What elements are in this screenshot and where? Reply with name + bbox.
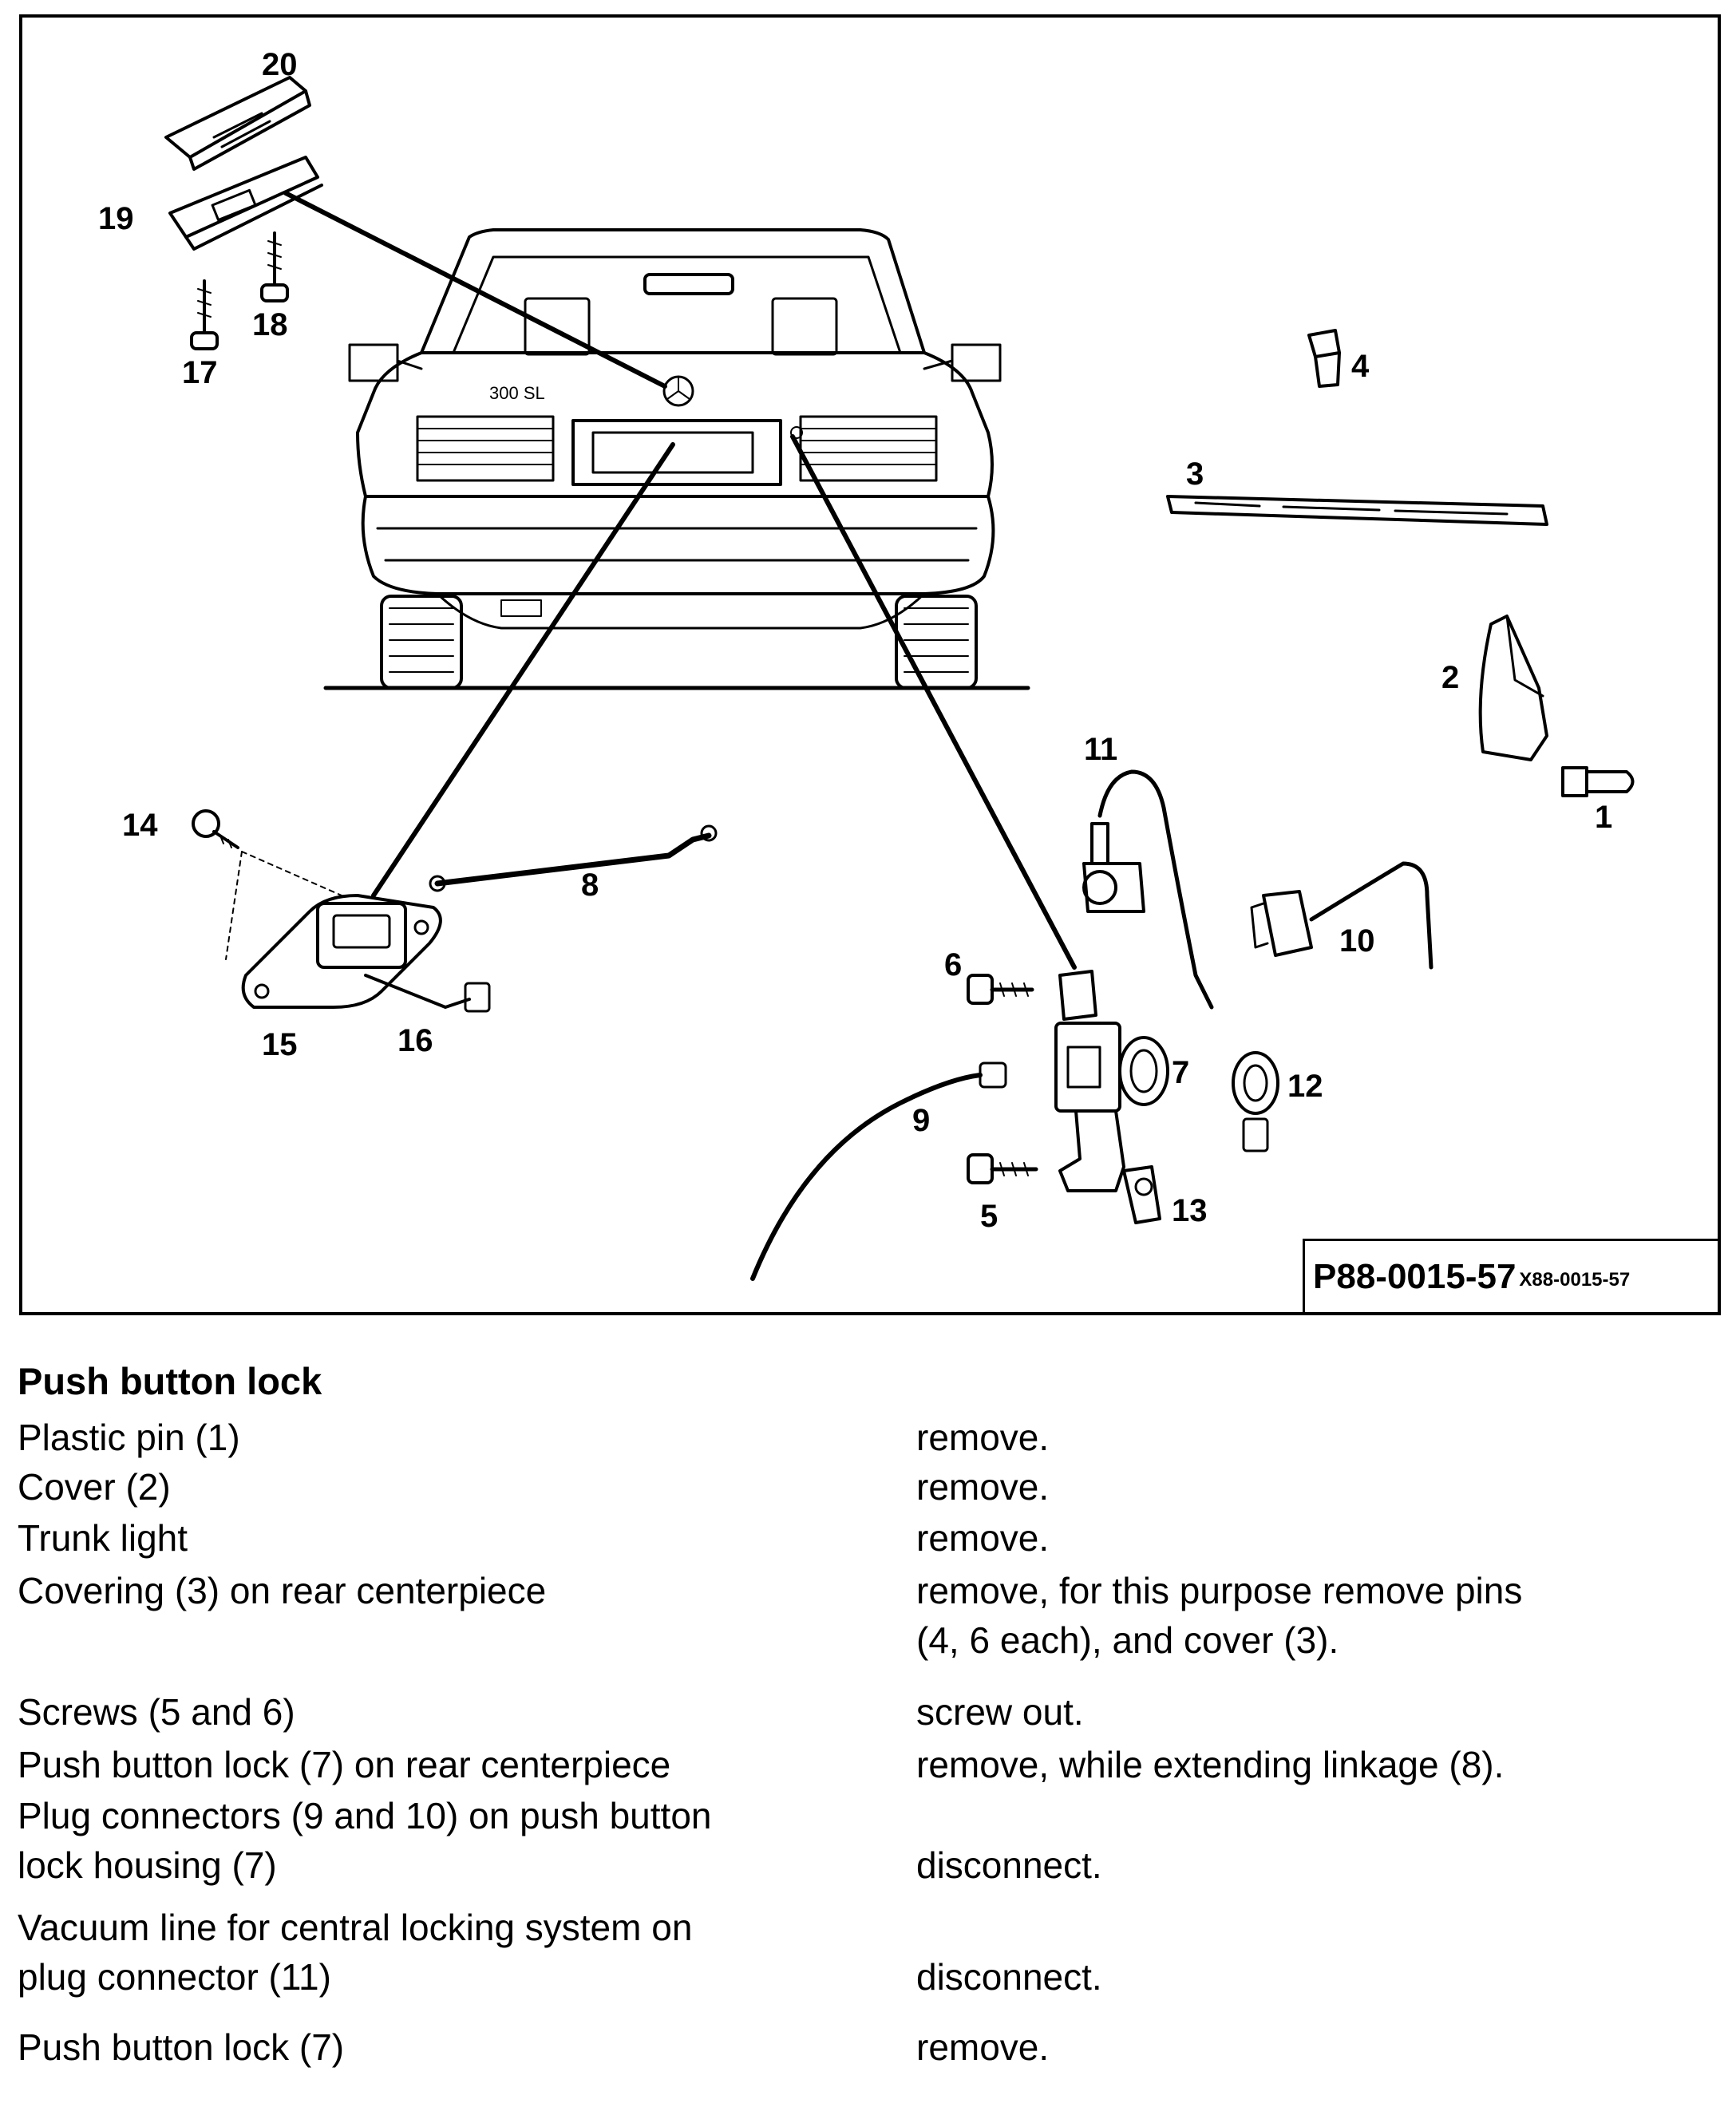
step-action: remove. — [916, 1517, 1050, 1559]
step-part: Plastic pin (1) — [18, 1417, 240, 1458]
figure-code-box: P88-0015-57 X88-0015-57 — [1303, 1239, 1718, 1312]
step-action-line: (4, 6 each), and cover (3). — [916, 1619, 1339, 1661]
step-row: Vacuum line for central locking system o… — [18, 1903, 1718, 2022]
part-11-vacuum-line — [1082, 769, 1214, 1010]
callout-18: 18 — [252, 307, 288, 342]
part-6-screw — [967, 974, 1034, 1005]
step-row: Trunk light remove. — [18, 1513, 1718, 1566]
callout-14: 14 — [122, 808, 158, 843]
step-part-line: lock housing (7) — [18, 1844, 277, 1886]
svg-text:300 SL: 300 SL — [489, 383, 545, 403]
step-row: Push button lock (7) on rear centerpiece… — [18, 1740, 1718, 1791]
callout-2: 2 — [1441, 660, 1459, 695]
step-action: remove, for this purpose remove pins (4,… — [916, 1566, 1706, 1665]
parts-illustration: 300 SL — [98, 47, 1635, 1281]
part-5-screw — [967, 1153, 1038, 1184]
step-part: Trunk light — [18, 1517, 188, 1559]
callout-19: 19 — [98, 201, 134, 236]
part-7-push-button-lock — [1054, 970, 1169, 1192]
step-row: Plastic pin (1) remove. — [18, 1413, 1718, 1462]
callout-4: 4 — [1351, 349, 1370, 384]
procedure-section: Push button lock Plastic pin (1) remove.… — [18, 1357, 1718, 2072]
step-action: disconnect. — [916, 1844, 1102, 1886]
step-part: Push button lock (7) — [18, 2026, 345, 2068]
step-part: Vacuum line for central locking system o… — [18, 1903, 896, 2002]
callout-11: 11 — [1084, 732, 1117, 767]
part-3-covering — [1166, 495, 1548, 526]
car-rear-view-illustration: 300 SL — [348, 228, 1002, 690]
part-20-trunk-light-lens — [164, 76, 311, 171]
callout-16: 16 — [397, 1023, 433, 1058]
step-row: Plug connectors (9 and 10) on push butto… — [18, 1791, 1718, 1903]
part-19-trunk-light-housing — [168, 156, 323, 251]
figure-code-secondary: X88-0015-57 — [1519, 1268, 1631, 1291]
part-17-screw — [190, 279, 219, 350]
callout-17: 17 — [182, 355, 218, 390]
part-10-plug-connector — [1250, 861, 1433, 970]
part-18-screw — [260, 231, 289, 302]
callout-1: 1 — [1595, 800, 1612, 835]
step-part-line: Vacuum line for central locking system o… — [18, 1907, 693, 1948]
step-action: remove. — [916, 2026, 1050, 2068]
step-row: Screws (5 and 6) screw out. — [18, 1687, 1718, 1740]
step-row: Covering (3) on rear centerpiece remove,… — [18, 1566, 1718, 1687]
step-part: Covering (3) on rear centerpiece — [18, 1570, 547, 1611]
callout-6: 6 — [944, 947, 962, 982]
callout-3: 3 — [1186, 457, 1204, 492]
part-16-connector — [364, 974, 491, 1013]
part-1-plastic-pin — [1561, 766, 1635, 797]
step-part-line: plug connector (11) — [18, 1956, 331, 1998]
step-action: remove. — [916, 1417, 1050, 1458]
step-row: Cover (2) remove. — [18, 1462, 1718, 1513]
part-4-pin — [1307, 329, 1341, 388]
part-9-cable-plug-connector — [750, 1061, 1007, 1281]
step-action: disconnect. — [916, 1956, 1102, 1998]
callout-10: 10 — [1339, 923, 1375, 959]
step-action: remove, while extending linkage (8). — [916, 1744, 1505, 1785]
step-part: Cover (2) — [18, 1466, 171, 1508]
callout-9: 9 — [912, 1103, 930, 1138]
step-action: remove. — [916, 1466, 1050, 1508]
section-title: Push button lock — [18, 1360, 322, 1402]
callout-20: 20 — [262, 47, 298, 82]
callout-13: 13 — [1172, 1193, 1208, 1228]
exploded-parts-figure: 300 SL — [19, 14, 1721, 1315]
part-13-clip — [1122, 1165, 1161, 1224]
step-part: Plug connectors (9 and 10) on push butto… — [18, 1791, 896, 1890]
part-8-linkage — [429, 824, 718, 892]
step-action: screw out. — [916, 1691, 1084, 1733]
part-12-lock-cylinder-ring — [1232, 1051, 1279, 1152]
part-15-bracket — [241, 894, 442, 1009]
part-2-cover — [1478, 615, 1548, 761]
step-action-line: remove, for this purpose remove pins — [916, 1570, 1523, 1611]
figure-code: P88-0015-57 — [1313, 1256, 1517, 1296]
step-part: Push button lock (7) on rear centerpiece — [18, 1744, 671, 1785]
callout-8: 8 — [581, 868, 599, 903]
step-part: Screws (5 and 6) — [18, 1691, 295, 1733]
callout-15: 15 — [262, 1027, 298, 1062]
callout-5: 5 — [980, 1199, 998, 1234]
callout-7: 7 — [1172, 1055, 1189, 1090]
callout-12: 12 — [1287, 1069, 1323, 1104]
step-part-line: Plug connectors (9 and 10) on push butto… — [18, 1795, 712, 1836]
step-row: Push button lock (7) remove. — [18, 2022, 1718, 2072]
part-14-screw — [192, 809, 239, 849]
